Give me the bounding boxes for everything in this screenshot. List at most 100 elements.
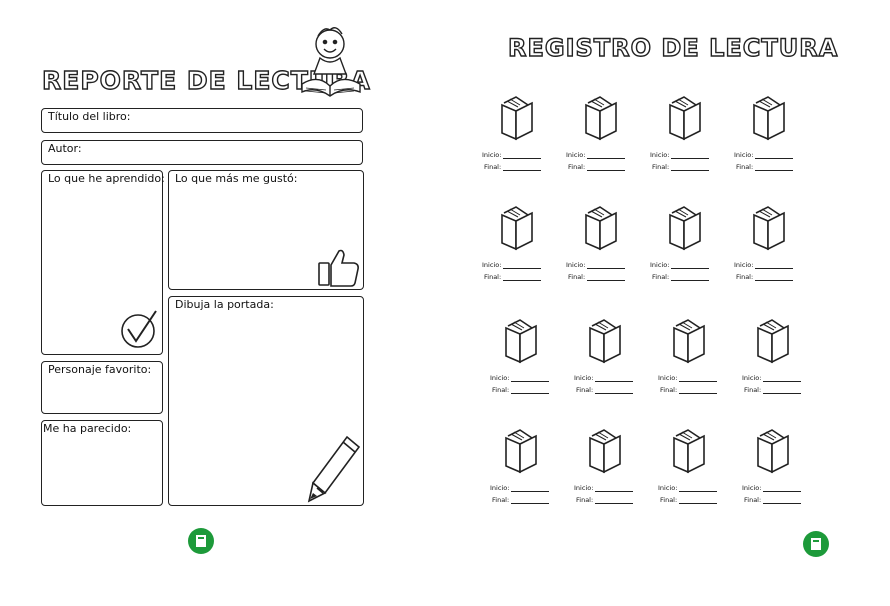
reading-log-entry[interactable]: Inicio: Final: xyxy=(566,205,650,291)
end-line[interactable]: Final: xyxy=(736,163,794,171)
end-line[interactable]: Final: xyxy=(652,163,710,171)
end-line[interactable]: Final: xyxy=(736,273,794,281)
start-label: Inicio: xyxy=(734,151,754,159)
start-label: Inicio: xyxy=(482,261,502,269)
reading-log-entry[interactable]: Inicio: Final: xyxy=(738,318,822,404)
end-label: Final: xyxy=(576,386,594,394)
end-line[interactable]: Final: xyxy=(744,386,802,394)
start-label: Inicio: xyxy=(490,374,510,382)
liked-label: Lo que más me gustó: xyxy=(175,172,298,185)
start-label: Inicio: xyxy=(574,374,594,382)
start-label: Inicio: xyxy=(566,261,586,269)
start-line[interactable]: Inicio: xyxy=(650,261,710,269)
author-field[interactable]: Autor: xyxy=(41,140,363,165)
start-line[interactable]: Inicio: xyxy=(734,261,794,269)
end-line[interactable]: Final: xyxy=(492,386,550,394)
start-label: Inicio: xyxy=(650,151,670,159)
end-line[interactable]: Final: xyxy=(652,273,710,281)
start-line[interactable]: Inicio: xyxy=(566,151,626,159)
liked-field[interactable]: Lo que más me gustó: xyxy=(168,170,364,290)
start-label: Inicio: xyxy=(742,484,762,492)
pencil-icon xyxy=(307,435,361,503)
start-label: Inicio: xyxy=(742,374,762,382)
end-label: Final: xyxy=(736,163,754,171)
book-title-field[interactable]: Título del libro: xyxy=(41,108,363,133)
reading-log-entry[interactable]: Inicio: Final: xyxy=(570,428,654,514)
end-label: Final: xyxy=(568,273,586,281)
end-line[interactable]: Final: xyxy=(576,386,634,394)
end-line[interactable]: Final: xyxy=(576,496,634,504)
checkmark-icon xyxy=(121,310,157,348)
start-line[interactable]: Inicio: xyxy=(574,484,634,492)
end-label: Final: xyxy=(652,163,670,171)
book-title-label: Título del libro: xyxy=(48,110,131,123)
end-line[interactable]: Final: xyxy=(568,273,626,281)
end-line[interactable]: Final: xyxy=(492,496,550,504)
start-line[interactable]: Inicio: xyxy=(490,484,550,492)
thumbs-up-icon xyxy=(318,249,359,287)
start-line[interactable]: Inicio: xyxy=(566,261,626,269)
end-line[interactable]: Final: xyxy=(484,163,542,171)
reading-log-entry[interactable]: Inicio: Final: xyxy=(486,428,570,514)
start-line[interactable]: Inicio: xyxy=(482,151,542,159)
end-label: Final: xyxy=(568,163,586,171)
reading-log-entry[interactable]: Inicio: Final: xyxy=(654,318,738,404)
end-label: Final: xyxy=(652,273,670,281)
start-label: Inicio: xyxy=(650,261,670,269)
reading-log-entry[interactable]: Inicio: Final: xyxy=(654,428,738,514)
start-line[interactable]: Inicio: xyxy=(490,374,550,382)
reading-log-entry[interactable]: Inicio: Final: xyxy=(486,318,570,404)
end-label: Final: xyxy=(660,386,678,394)
start-line[interactable]: Inicio: xyxy=(482,261,542,269)
reading-log-entry[interactable]: Inicio: Final: xyxy=(734,205,818,291)
start-line[interactable]: Inicio: xyxy=(742,484,802,492)
reading-log-entry[interactable]: Inicio: Final: xyxy=(482,205,566,291)
start-label: Inicio: xyxy=(658,374,678,382)
start-line[interactable]: Inicio: xyxy=(574,374,634,382)
log-title: REGISTRO DE LECTURA xyxy=(507,33,839,62)
reading-log-entry[interactable]: Inicio: Final: xyxy=(738,428,822,514)
start-line[interactable]: Inicio: xyxy=(742,374,802,382)
end-label: Final: xyxy=(484,163,502,171)
start-line[interactable]: Inicio: xyxy=(734,151,794,159)
end-line[interactable]: Final: xyxy=(744,496,802,504)
start-line[interactable]: Inicio: xyxy=(658,484,718,492)
start-label: Inicio: xyxy=(490,484,510,492)
end-line[interactable]: Final: xyxy=(484,273,542,281)
opinion-label: Me ha parecido: xyxy=(43,422,132,435)
start-label: Inicio: xyxy=(482,151,502,159)
learned-label: Lo que he aprendido: xyxy=(48,172,165,185)
start-label: Inicio: xyxy=(734,261,754,269)
reading-log-entry[interactable]: Inicio: Final: xyxy=(734,95,818,181)
end-label: Final: xyxy=(484,273,502,281)
brand-logo xyxy=(188,528,214,554)
start-label: Inicio: xyxy=(574,484,594,492)
cover-label: Dibuja la portada: xyxy=(175,298,274,311)
end-line[interactable]: Final: xyxy=(660,496,718,504)
end-label: Final: xyxy=(660,496,678,504)
cover-drawing-field[interactable]: Dibuja la portada: xyxy=(168,296,364,506)
opinion-field[interactable]: Me ha parecido: xyxy=(41,420,163,506)
end-label: Final: xyxy=(736,273,754,281)
start-label: Inicio: xyxy=(566,151,586,159)
reading-log-entry[interactable]: Inicio: Final: xyxy=(650,205,734,291)
favorite-character-field[interactable]: Personaje favorito: xyxy=(41,361,163,414)
end-label: Final: xyxy=(492,496,510,504)
brand-logo-right xyxy=(803,531,829,557)
end-label: Final: xyxy=(492,386,510,394)
learned-field[interactable]: Lo que he aprendido: xyxy=(41,170,165,355)
reading-log-entry[interactable]: Inicio: Final: xyxy=(566,95,650,181)
end-line[interactable]: Final: xyxy=(568,163,626,171)
end-line[interactable]: Final: xyxy=(660,386,718,394)
favorite-character-label: Personaje favorito: xyxy=(48,363,152,376)
start-line[interactable]: Inicio: xyxy=(650,151,710,159)
end-label: Final: xyxy=(744,496,762,504)
reading-log-entry[interactable]: Inicio: Final: xyxy=(482,95,566,181)
start-label: Inicio: xyxy=(658,484,678,492)
end-label: Final: xyxy=(744,386,762,394)
reading-log-entry[interactable]: Inicio: Final: xyxy=(570,318,654,404)
end-label: Final: xyxy=(576,496,594,504)
start-line[interactable]: Inicio: xyxy=(658,374,718,382)
reading-log-entry[interactable]: Inicio: Final: xyxy=(650,95,734,181)
child-reading-icon xyxy=(301,27,361,97)
